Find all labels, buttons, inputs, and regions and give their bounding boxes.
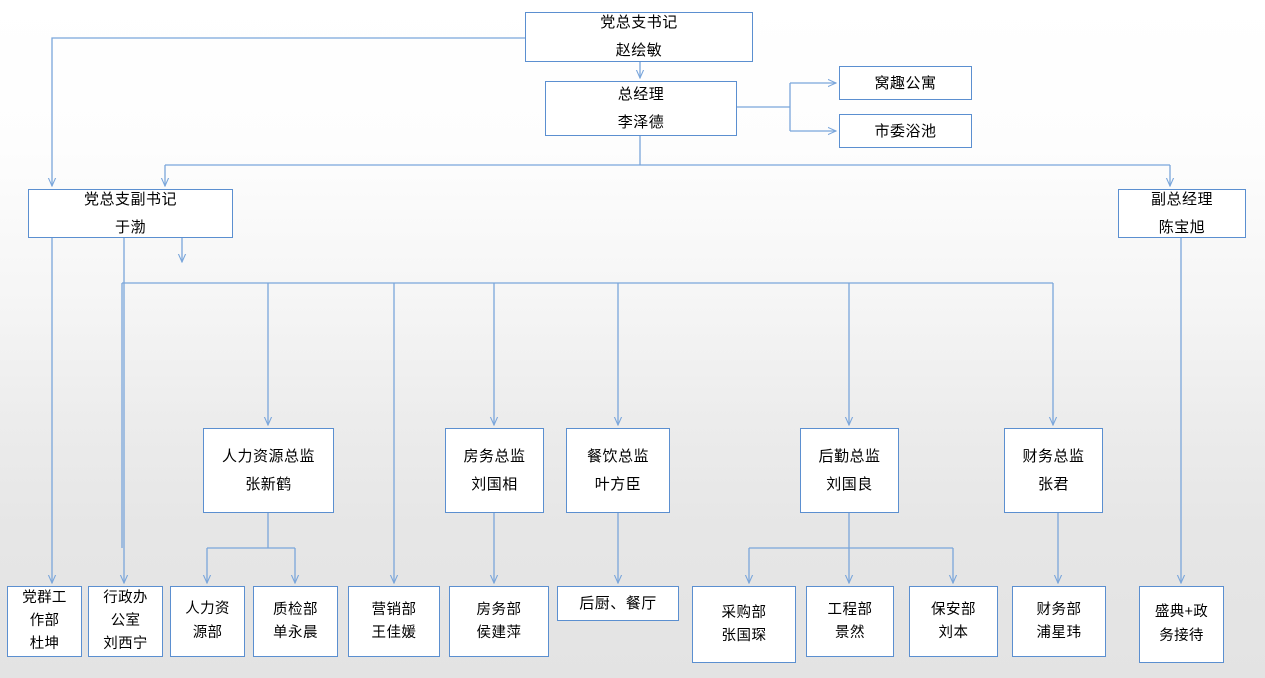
node-title: 工程部 xyxy=(827,602,873,619)
node-title: 人力资源总监 xyxy=(221,447,315,465)
node-title-line2: 源部 xyxy=(192,624,223,641)
node-security-dept[interactable]: 保安部 刘本 xyxy=(909,586,998,657)
node-shiwei-bath[interactable]: 市委浴池 xyxy=(839,114,972,148)
node-person: 陈宝旭 xyxy=(1158,218,1206,236)
node-marketing-dept[interactable]: 营销部 王佳媛 xyxy=(348,586,440,657)
node-person: 单永晨 xyxy=(273,624,318,641)
node-person: 景然 xyxy=(835,624,865,641)
node-person: 叶方臣 xyxy=(594,475,642,493)
node-fb-director[interactable]: 餐饮总监 叶方臣 xyxy=(566,428,670,513)
node-title-line1: 盛典+政 xyxy=(1154,604,1209,621)
node-admin-office[interactable]: 行政办 公室 刘西宁 xyxy=(88,586,163,657)
node-person: 杜坤 xyxy=(29,636,60,653)
node-title: 财务部 xyxy=(1036,602,1082,619)
node-title: 副总经理 xyxy=(1150,190,1213,208)
node-person: 刘本 xyxy=(938,624,969,641)
node-party-work-dept[interactable]: 党群工 作部 杜坤 xyxy=(7,586,82,657)
node-rooms-dept[interactable]: 房务部 侯建萍 xyxy=(449,586,549,657)
node-title: 采购部 xyxy=(721,605,767,622)
node-person: 张君 xyxy=(1037,475,1069,493)
node-person: 于渤 xyxy=(114,218,146,236)
node-finance-dept[interactable]: 财务部 浦星玮 xyxy=(1012,586,1106,657)
node-logistics-director[interactable]: 后勤总监 刘国良 xyxy=(800,428,899,513)
node-title: 财务总监 xyxy=(1022,447,1085,465)
node-deputy-party-secretary[interactable]: 党总支副书记 于渤 xyxy=(28,189,233,238)
node-engineering-dept[interactable]: 工程部 景然 xyxy=(806,586,894,657)
node-person: 刘西宁 xyxy=(103,636,148,653)
node-person: 王佳媛 xyxy=(371,624,417,641)
node-title: 后勤总监 xyxy=(818,447,881,465)
node-title: 总经理 xyxy=(617,85,665,103)
edge-secretary-to-deputy-secretary xyxy=(52,37,525,186)
node-person: 李泽德 xyxy=(617,113,665,131)
node-title: 窝趣公寓 xyxy=(874,74,937,92)
node-title-line2: 作部 xyxy=(29,612,60,629)
node-title-line2: 务接待 xyxy=(1159,627,1204,644)
node-person: 浦星玮 xyxy=(1036,624,1082,641)
node-title: 餐饮总监 xyxy=(586,447,649,465)
node-rooms-director[interactable]: 房务总监 刘国相 xyxy=(445,428,544,513)
node-title-line2: 公室 xyxy=(110,612,141,629)
node-title: 房务部 xyxy=(476,602,522,619)
node-kitchen-restaurant[interactable]: 后厨、餐厅 xyxy=(557,586,679,621)
node-person: 刘国良 xyxy=(826,475,873,493)
node-title: 质检部 xyxy=(273,602,318,619)
node-title: 后厨、餐厅 xyxy=(579,595,657,612)
node-qc-dept[interactable]: 质检部 单永晨 xyxy=(253,586,338,657)
node-title: 党总支副书记 xyxy=(83,190,177,208)
node-title-line1: 行政办 xyxy=(103,589,148,606)
node-woqu-apartment[interactable]: 窝趣公寓 xyxy=(839,66,972,100)
node-person: 张新鹤 xyxy=(245,475,292,493)
node-title: 保安部 xyxy=(931,602,976,619)
node-title: 党总支书记 xyxy=(600,14,678,32)
node-hr-director[interactable]: 人力资源总监 张新鹤 xyxy=(203,428,334,513)
node-title: 房务总监 xyxy=(463,447,526,465)
node-title-line1: 人力资 xyxy=(185,601,230,618)
node-person: 赵绘敏 xyxy=(615,42,663,59)
node-finance-director[interactable]: 财务总监 张君 xyxy=(1004,428,1103,513)
node-ceremony-affairs[interactable]: 盛典+政 务接待 xyxy=(1139,586,1224,663)
node-title: 营销部 xyxy=(371,602,417,619)
node-purchasing-dept[interactable]: 采购部 张国琛 xyxy=(692,586,796,663)
node-title: 市委浴池 xyxy=(874,122,937,140)
node-hr-dept[interactable]: 人力资 源部 xyxy=(170,586,245,657)
node-party-secretary[interactable]: 党总支书记 赵绘敏 xyxy=(525,12,753,62)
node-person: 张国琛 xyxy=(721,627,767,644)
node-deputy-general-manager[interactable]: 副总经理 陈宝旭 xyxy=(1118,189,1246,238)
node-person: 刘国相 xyxy=(471,475,518,493)
node-person: 侯建萍 xyxy=(476,624,522,641)
node-title-line1: 党群工 xyxy=(22,589,67,606)
node-general-manager[interactable]: 总经理 李泽德 xyxy=(545,81,737,136)
